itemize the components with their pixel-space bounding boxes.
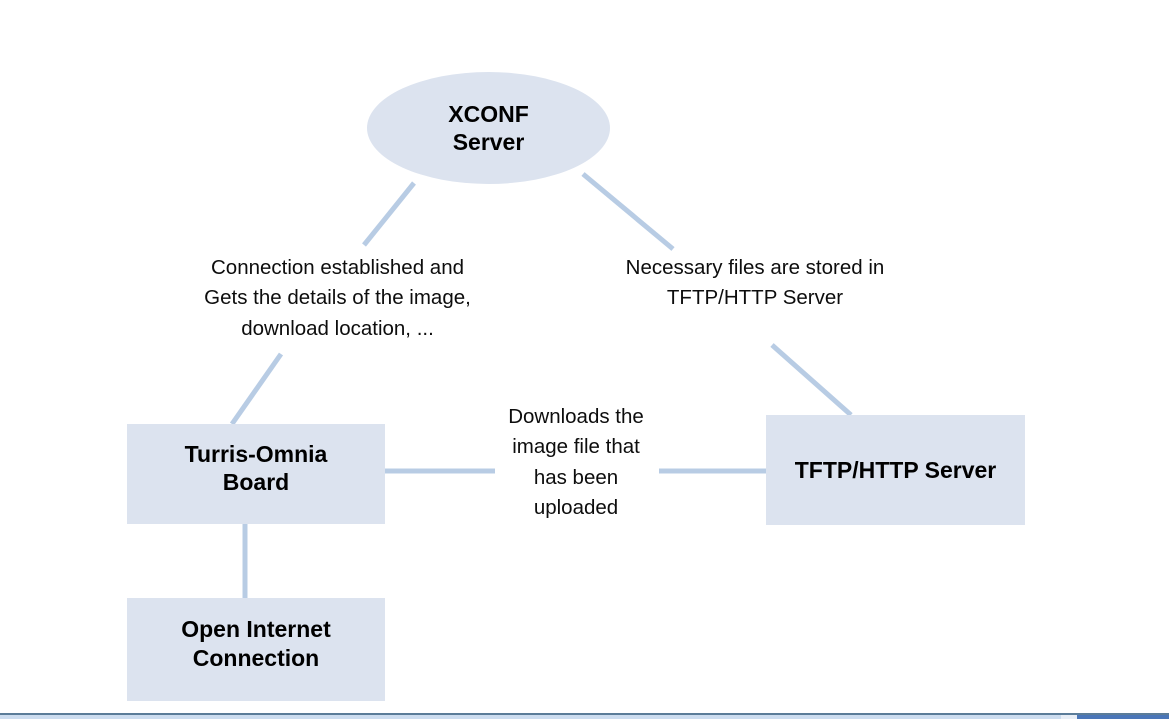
node-tftp-http-server[interactable]: TFTP/HTTP Server [766, 415, 1025, 525]
horizontal-scrollbar-thumb[interactable] [1077, 715, 1169, 719]
horizontal-scrollbar-gap [0, 715, 1061, 719]
edge-label-xconf-to-board-line1: Connection established and [210, 256, 465, 279]
node-xconf-server[interactable]: XCONF Server [367, 72, 610, 184]
node-turris-omnia-board[interactable]: Turris-Omnia Board [127, 424, 385, 524]
bottom-divider [0, 713, 1169, 715]
edge-label-board-to-tftp: Downloads the image file that has been u… [496, 402, 656, 524]
connector-xconf-to-board-lower [229, 352, 284, 426]
node-open-internet-connection-label: Open Internet Connection [181, 615, 331, 671]
edge-label-xconf-to-tftp-line1: Necessary files are stored in [625, 256, 885, 279]
node-turris-omnia-board-label-line2: Board [222, 469, 290, 495]
edge-label-board-to-tftp-line3: has been [533, 465, 619, 489]
connector-xconf-to-tftp-upper [581, 172, 675, 251]
node-turris-omnia-board-label-line1: Turris-Omnia [184, 440, 328, 467]
edge-label-xconf-to-board-line3: download location, ... [241, 316, 434, 340]
node-xconf-server-label-line1: XCONF [448, 100, 529, 127]
node-open-internet-connection[interactable]: Open Internet Connection [127, 598, 385, 701]
node-xconf-server-label-line2: Server [452, 129, 525, 155]
edge-label-board-to-tftp-line4: uploaded [533, 495, 619, 519]
node-open-internet-connection-label-line2: Connection [192, 644, 320, 671]
edge-label-xconf-to-tftp: Necessary files are stored in TFTP/HTTP … [610, 253, 900, 314]
node-turris-omnia-board-label: Turris-Omnia Board [185, 440, 328, 496]
node-tftp-http-server-label-line1: TFTP/HTTP Server [794, 456, 997, 483]
edge-label-board-to-tftp-line1: Downloads the [508, 405, 644, 428]
node-xconf-server-label: XCONF Server [448, 100, 529, 156]
edge-label-xconf-to-board-line2: Gets the details of the image, [204, 286, 471, 310]
edge-label-xconf-to-board: Connection established and Gets the deta… [185, 253, 490, 344]
node-tftp-http-server-label: TFTP/HTTP Server [795, 456, 997, 484]
node-open-internet-connection-label-line1: Open Internet [181, 616, 331, 643]
connector-xconf-to-tftp-lower [770, 343, 853, 417]
edge-label-board-to-tftp-line2: image file that [512, 435, 640, 459]
edge-label-xconf-to-tftp-line2: TFTP/HTTP Server [666, 286, 844, 310]
connector-xconf-to-board-upper [362, 181, 416, 247]
